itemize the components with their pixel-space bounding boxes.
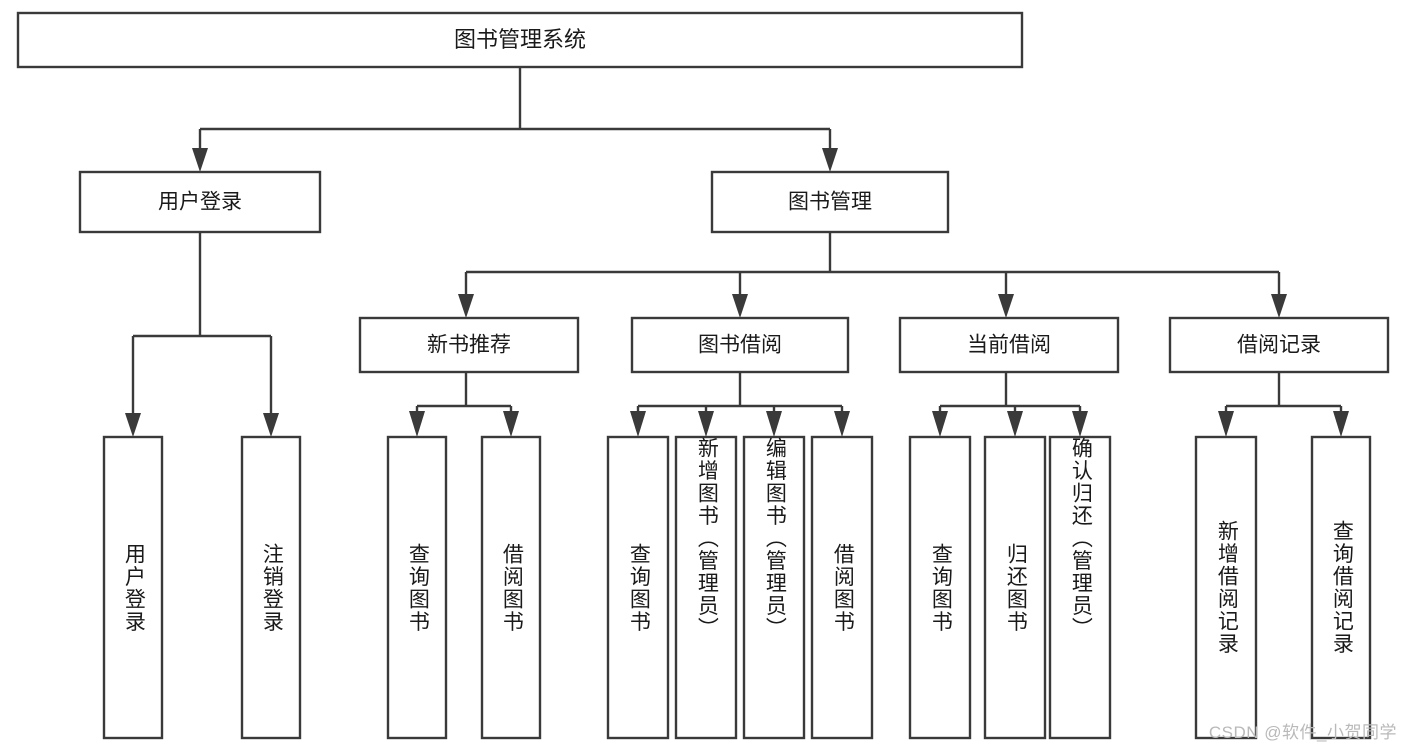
arrow-head-new-books-leaf-2 — [503, 411, 519, 437]
arrow-head-new-books — [458, 294, 474, 318]
leaf-box-borrow-book-recommend[interactable] — [480, 435, 542, 740]
leaf-box-borrow-book[interactable] — [810, 435, 874, 740]
connector-group-root — [192, 67, 838, 172]
arrow-head-book-borrow-leaf-3 — [766, 411, 782, 437]
node-book-management-box — [710, 170, 950, 234]
leaf-box-query-book-current[interactable] — [908, 435, 972, 740]
leaf-box-add-book-admin[interactable] — [674, 435, 738, 740]
node-book-management[interactable]: 图书管理 — [710, 170, 950, 234]
node-book-borrow[interactable]: 图书借阅 — [630, 316, 850, 374]
leaf-box-group — [102, 435, 1372, 740]
arrow-head-current-borrow-leaf-2 — [1007, 411, 1023, 437]
leaf-box-query-book-borrow[interactable] — [606, 435, 670, 740]
leaf-box-user-login[interactable] — [102, 435, 164, 740]
watermark-text: CSDN @软件_小贺同学 — [1208, 723, 1397, 742]
node-root-system-box — [16, 11, 1024, 69]
leaf-box-logout[interactable] — [240, 435, 302, 740]
leaf-box-edit-book-admin[interactable] — [742, 435, 806, 740]
node-user-login[interactable]: 用户登录 — [78, 170, 322, 234]
node-book-management-label: 图书管理 — [788, 191, 872, 214]
arrow-head-new-books-leaf-1 — [409, 411, 425, 437]
node-current-borrow[interactable]: 当前借阅 — [898, 316, 1120, 374]
arrow-head-book-borrow-leaf-1 — [630, 411, 646, 437]
connector-group-user-login — [125, 232, 279, 437]
node-current-borrow-box — [898, 316, 1120, 374]
arrow-head-book-borrow-leaf-4 — [834, 411, 850, 437]
leaf-box-query-borrow-record[interactable] — [1310, 435, 1372, 740]
arrow-head-leaf-user-login — [125, 413, 141, 437]
node-user-login-box — [78, 170, 322, 234]
arrow-head-current-borrow — [998, 294, 1014, 318]
arrow-head-leaf-logout — [263, 413, 279, 437]
node-root-system-label: 图书管理系统 — [454, 27, 586, 52]
connector-group-new-books — [409, 372, 519, 437]
connector-group-borrow-records — [1218, 372, 1349, 437]
node-new-book-recommend-label: 新书推荐 — [427, 334, 511, 357]
arrow-head-current-borrow-leaf-3 — [1072, 411, 1088, 437]
node-book-borrow-label: 图书借阅 — [698, 334, 782, 357]
connector-group-book-mgmt — [458, 232, 1287, 318]
node-root-system[interactable]: 图书管理系统 — [16, 11, 1024, 69]
node-borrow-records-box — [1168, 316, 1390, 374]
arrow-head-borrow-records-leaf-1 — [1218, 411, 1234, 437]
arrow-head-book-borrow — [732, 294, 748, 318]
leaf-box-add-borrow-record[interactable] — [1194, 435, 1258, 740]
leaf-box-confirm-return-admin[interactable] — [1048, 435, 1112, 740]
leaf-box-return-book[interactable] — [983, 435, 1047, 740]
node-book-borrow-box — [630, 316, 850, 374]
node-current-borrow-label: 当前借阅 — [967, 334, 1051, 357]
node-borrow-records-label: 借阅记录 — [1237, 334, 1321, 357]
node-new-book-recommend[interactable]: 新书推荐 — [358, 316, 580, 374]
node-new-book-recommend-box — [358, 316, 580, 374]
arrow-head-current-borrow-leaf-1 — [932, 411, 948, 437]
leaf-box-query-book-recommend[interactable] — [386, 435, 448, 740]
connector-group-current-borrow — [932, 372, 1088, 437]
node-user-login-label: 用户登录 — [158, 191, 242, 214]
arrow-head-user-login — [192, 148, 208, 172]
arrow-head-book-borrow-leaf-2 — [698, 411, 714, 437]
arrow-head-book-mgmt — [822, 148, 838, 172]
node-borrow-records[interactable]: 借阅记录 — [1168, 316, 1390, 374]
arrow-head-borrow-records — [1271, 294, 1287, 318]
connector-group-book-borrow — [630, 372, 850, 437]
arrow-head-borrow-records-leaf-2 — [1333, 411, 1349, 437]
